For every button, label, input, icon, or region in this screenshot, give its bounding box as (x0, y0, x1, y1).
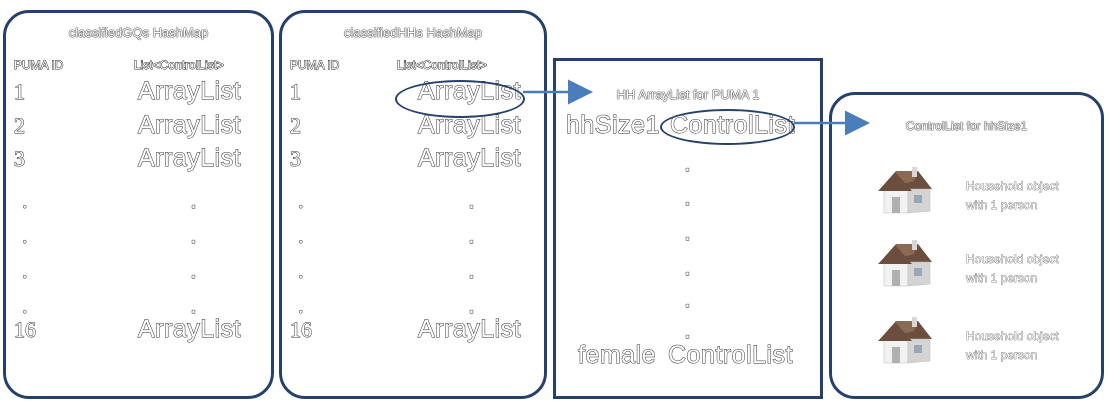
female-value: ControlList (668, 341, 794, 370)
arraylist-cell: . (467, 256, 476, 285)
puma-id: . (298, 293, 304, 319)
panel-title: HH ArrayList for PUMA 1 (616, 87, 760, 102)
ellipsis-dot: . (683, 316, 692, 345)
arraylist-cell: ArrayList (137, 144, 242, 173)
household-line2: with 1 person (966, 198, 1038, 213)
arraylist-cell: ArrayList (137, 77, 242, 106)
list-header: List<ControlList> (133, 58, 225, 73)
panel-title: ControlList for hhSize1 (905, 119, 1028, 133)
household-line1: Household object (966, 179, 1059, 194)
puma-id: . (298, 223, 304, 249)
puma-id: . (298, 188, 304, 214)
controllist-panel: ControlList for hhSize1 Household object… (829, 92, 1104, 399)
female-key: female (577, 341, 657, 370)
household-line2: with 1 person (966, 348, 1038, 363)
arraylist-cell: . (467, 291, 476, 320)
ellipsis-dot: . (683, 218, 692, 247)
arraylist-cell: . (189, 291, 198, 320)
arraylist-cell: ArrayList (137, 315, 242, 344)
puma-id: . (22, 258, 28, 284)
puma-id: 3 (14, 146, 26, 172)
puma-id: 16 (14, 317, 37, 343)
puma-id-header: PUMA ID (13, 58, 64, 73)
puma-id: 2 (290, 113, 302, 139)
puma-id: . (298, 258, 304, 284)
ellipsis-dot: . (683, 253, 692, 282)
puma-id: 1 (14, 79, 26, 105)
highlight-ellipse (395, 80, 525, 118)
household-label: Household object with 1 person (966, 250, 1059, 288)
puma-id: 1 (290, 79, 302, 105)
ellipsis-dot: . (683, 149, 692, 178)
household-label: Household object with 1 person (966, 327, 1059, 365)
household-line1: Household object (966, 329, 1059, 344)
arraylist-cell: . (189, 186, 198, 215)
arraylist-cell: ArrayList (417, 144, 522, 173)
ellipsis-dot: . (683, 183, 692, 212)
puma-id: . (22, 293, 28, 319)
puma-id: . (22, 188, 28, 214)
list-header: List<ControlList> (396, 58, 488, 73)
house-icon (874, 315, 938, 367)
hh-arraylist-panel: HH ArrayList for PUMA 1 hhSize1 ControlL… (553, 58, 823, 399)
arraylist-cell: . (189, 256, 198, 285)
arraylist-cell: ArrayList (417, 315, 522, 344)
arraylist-cell: ArrayList (137, 111, 242, 140)
house-icon (874, 238, 938, 290)
puma-id: 2 (14, 113, 26, 139)
household-label: Household object with 1 person (966, 177, 1059, 215)
arraylist-cell: . (189, 221, 198, 250)
arraylist-cell: . (467, 221, 476, 250)
arraylist-cell: . (467, 186, 476, 215)
puma-id-header: PUMA ID (289, 58, 340, 73)
puma-id: 3 (290, 146, 302, 172)
classified-hhs-panel: classifiedHHs HashMap PUMA ID List<Contr… (279, 10, 547, 399)
puma-id: 16 (290, 317, 313, 343)
ellipsis-dot: . (683, 285, 692, 314)
puma-id: . (22, 223, 28, 249)
panel-title: classifiedHHs HashMap (344, 25, 482, 40)
hhsize1-key: hhSize1 (566, 111, 660, 140)
classified-gqs-panel: classifiedGQs HashMap PUMA ID List<Contr… (3, 10, 274, 399)
household-line1: Household object (966, 252, 1059, 267)
house-icon (874, 165, 938, 217)
highlight-ellipse (660, 109, 795, 145)
panel-title: classifiedGQs HashMap (68, 25, 209, 40)
household-line2: with 1 person (966, 271, 1038, 286)
